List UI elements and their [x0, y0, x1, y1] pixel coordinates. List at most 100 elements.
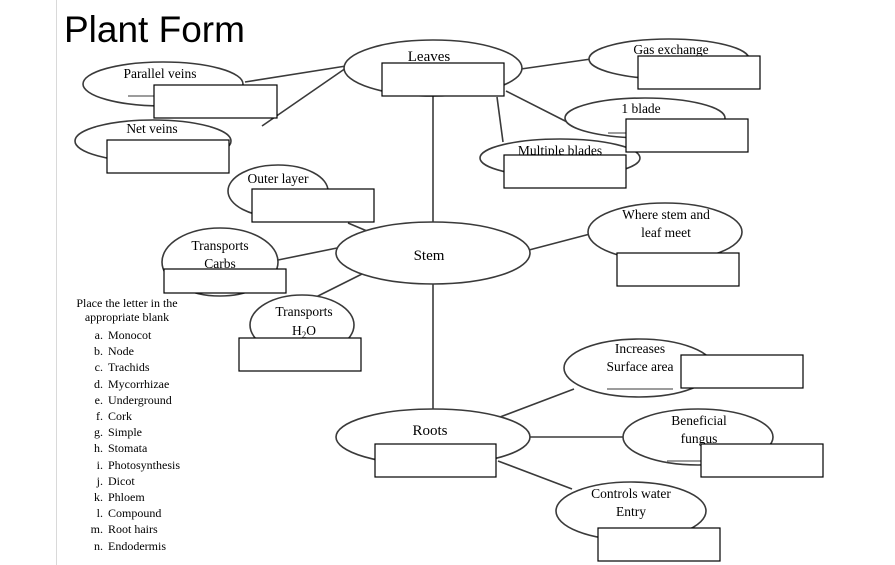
option-label: Phloem [108, 490, 145, 505]
label-o: O [306, 323, 316, 338]
label-where-stem-leaf-2: leaf meet [641, 225, 691, 240]
connector-stem-outer [347, 222, 368, 232]
instructions-panel: Place the letter in the appropriate blan… [66, 296, 206, 554]
option-item: i. Photosynthesis [97, 457, 206, 473]
label-controls-water-2: Entry [616, 504, 646, 519]
option-label: Cork [108, 409, 132, 424]
option-letter: d. [94, 376, 103, 391]
label-beneficial-fungus-1: Beneficial [671, 413, 727, 428]
option-item: c. Trachids [95, 359, 206, 375]
label-outer-layer: Outer layer [247, 171, 309, 186]
answer-box-net-veins[interactable] [106, 139, 230, 174]
answer-box-where-stem-leaf[interactable] [616, 252, 740, 287]
label-transports-h2o-2: H2O [292, 323, 316, 340]
option-item: e. Underground [95, 392, 206, 408]
answer-box-gas-exchange[interactable] [637, 55, 761, 90]
option-item: n. Endodermis [94, 538, 206, 554]
label-controls-water-1: Controls water [591, 486, 671, 501]
connector-lines [244, 58, 625, 490]
option-item: l. Compound [97, 505, 206, 521]
connector-stem-node [528, 233, 591, 251]
slide-left-edge [56, 0, 57, 565]
answer-box-multiple-blades[interactable] [503, 154, 627, 189]
option-label: Underground [108, 392, 172, 407]
option-label: Compound [108, 506, 162, 521]
answer-box-transports-h2o[interactable] [238, 337, 362, 372]
connector-leaves-gas [520, 58, 592, 70]
option-label: Monocot [108, 328, 152, 342]
option-letter: l. [96, 506, 103, 521]
answer-box-beneficial-fungus[interactable] [700, 443, 824, 478]
option-item: a. Monocot [95, 327, 206, 343]
option-letter: k. [94, 490, 103, 505]
option-label: Node [108, 344, 134, 359]
option-label: Endodermis [108, 538, 166, 553]
option-label: Root hairs [108, 522, 158, 537]
connector-stem-carbs [277, 247, 338, 261]
answer-boxes [106, 55, 824, 562]
label-transports-carbs-2: Carbs [204, 256, 236, 271]
label-roots: Roots [412, 423, 447, 439]
option-label: Photosynthesis [108, 457, 181, 472]
label-increases-surface-1: Increases [615, 341, 665, 356]
options-list: a. Monocot b. Node c. Trachids d. Mycorrhiza… [66, 327, 206, 554]
connector-stem-h2o [309, 271, 367, 301]
answer-box-outer-layer[interactable] [251, 188, 375, 223]
answer-box-leaves[interactable] [381, 62, 505, 97]
option-label: Stomata [108, 441, 148, 456]
option-label: Mycorrhizae [108, 376, 170, 391]
oval-stem [335, 221, 531, 285]
label-beneficial-fungus-2: fungus [681, 431, 718, 446]
option-item: f. Cork [96, 408, 206, 424]
answer-box-one-blade[interactable] [625, 118, 749, 153]
option-letter: m. [90, 522, 103, 537]
connector-leaves-oneblade [505, 90, 576, 127]
option-letter: c. [94, 360, 103, 375]
option-label: Simple [108, 425, 143, 440]
connector-roots-surface [499, 388, 575, 418]
option-letter: e. [94, 392, 103, 407]
answer-box-transports-carbs[interactable] [163, 268, 287, 294]
label-stem: Stem [414, 248, 445, 264]
answer-box-roots[interactable] [374, 443, 497, 478]
option-letter: b. [94, 344, 103, 359]
answer-box-parallel-veins[interactable] [153, 84, 278, 119]
connector-leaves-parallel [244, 65, 347, 83]
option-letter: j. [96, 473, 103, 488]
label-transports-carbs-1: Transports [191, 238, 248, 253]
option-item: d. Mycorrhizae [94, 376, 206, 392]
label-increases-surface-2: Surface area [606, 359, 673, 374]
option-letter: i. [96, 457, 103, 472]
option-letter: n. [94, 538, 103, 553]
answer-box-controls-water[interactable] [597, 527, 721, 562]
option-item: k. Phloem [94, 489, 206, 505]
label-one-blade: 1 blade [621, 101, 660, 116]
label-leaves: Leaves [408, 49, 451, 65]
connector-roots-water [497, 460, 573, 490]
option-letter: a. [94, 328, 103, 342]
label-h: H [292, 323, 302, 338]
label-where-stem-leaf-1: Where stem and [622, 207, 710, 222]
option-letter: f. [96, 409, 103, 424]
option-letter: h. [94, 441, 103, 456]
option-item: m. Root hairs [91, 521, 206, 537]
option-item: h. Stomata [94, 440, 206, 456]
answer-box-increases-surface[interactable] [680, 354, 804, 389]
label-gas-exchange: Gas exchange [633, 42, 708, 57]
option-item: j.Dicot [97, 473, 206, 489]
option-letter: g. [94, 425, 103, 440]
label-net-veins: Net veins [126, 121, 177, 136]
option-label: Trachids [108, 360, 150, 375]
label-subscript-2: 2 [302, 330, 307, 340]
option-item: g. Simple [94, 424, 206, 440]
concept-labels: Leaves Stem Roots Parallel veins Net vei… [123, 42, 727, 519]
instructions-text: Place the letter in the appropriate blan… [76, 296, 178, 324]
page-title: Plant Form [64, 9, 245, 50]
label-parallel-veins: Parallel veins [123, 66, 196, 81]
connector-leaves-multiple [496, 96, 504, 143]
label-transports-h2o-1: Transports [275, 304, 332, 319]
label-multiple-blades: Multiple blades [518, 143, 602, 158]
blank-underlines [128, 95, 701, 462]
